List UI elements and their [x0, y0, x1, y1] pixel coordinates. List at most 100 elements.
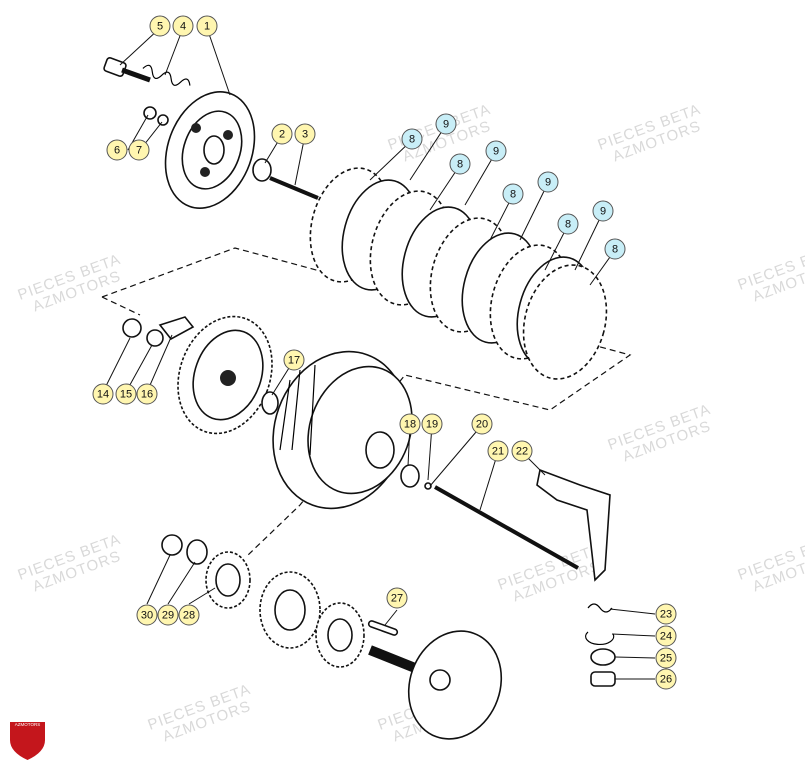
primary-gear: [177, 315, 273, 435]
callout-23: 23: [655, 603, 677, 625]
callout-label: 21: [492, 446, 504, 458]
callout-label: 22: [516, 446, 528, 458]
washer-part-7: [157, 114, 169, 126]
callout-circle: [178, 604, 200, 626]
callout-circle: [435, 113, 457, 135]
callout-circle: [136, 604, 158, 626]
callout-label: 9: [545, 177, 551, 189]
callout-14: 14: [92, 383, 114, 405]
callout-circle: [386, 587, 408, 609]
spring-part-23: [587, 603, 613, 613]
callout-circle: [485, 140, 507, 162]
callout-circle: [106, 139, 128, 161]
crankshaft: [368, 630, 503, 740]
callout-label: 30: [141, 610, 153, 622]
callout-label: 27: [391, 593, 403, 605]
callout-22: 22: [511, 440, 533, 462]
callout-circle: [502, 183, 524, 205]
callout-7: 7: [128, 139, 150, 161]
callout-3: 3: [294, 123, 316, 145]
callout-circle: [655, 647, 677, 669]
callout-15: 15: [115, 383, 137, 405]
bolt-part-5: [103, 57, 151, 83]
callout-circle: [471, 413, 493, 435]
clutch-plates-stack: [309, 167, 608, 380]
callout-label: 4: [180, 21, 186, 33]
washer-part-15: [146, 329, 164, 347]
spring-part-4: [142, 64, 191, 86]
release-lever-part-22: [536, 468, 611, 582]
callout-circle: [115, 383, 137, 405]
callout-circle: [421, 413, 443, 435]
callout-9: 9: [592, 200, 614, 222]
washer-part-29: [186, 539, 208, 565]
callout-28: 28: [178, 604, 200, 626]
callout-circle: [487, 440, 509, 462]
logo-text: AZMOTORS: [15, 722, 40, 727]
callout-9: 9: [435, 113, 457, 135]
callout-label: 8: [565, 219, 571, 231]
callout-circle: [604, 238, 626, 260]
callout-17: 17: [283, 349, 305, 371]
callout-8: 8: [604, 238, 626, 260]
callout-label: 14: [97, 389, 109, 401]
nut-part-30: [161, 534, 183, 556]
drive-gear: [315, 602, 365, 668]
callout-label: 8: [409, 134, 415, 146]
azmotors-logo: AZMOTORS: [10, 722, 45, 760]
callout-8: 8: [401, 128, 423, 150]
callout-circle: [537, 171, 559, 193]
callout-label: 9: [493, 146, 499, 158]
callout-circle: [592, 200, 614, 222]
callout-27: 27: [386, 587, 408, 609]
callout-circle: [399, 413, 421, 435]
callout-circle: [294, 123, 316, 145]
callout-8: 8: [502, 183, 524, 205]
callout-20: 20: [471, 413, 493, 435]
callout-label: 8: [510, 189, 516, 201]
callout-label: 8: [457, 159, 463, 171]
callout-9: 9: [485, 140, 507, 162]
callout-4: 4: [172, 15, 194, 37]
callout-25: 25: [655, 647, 677, 669]
callout-label: 28: [183, 610, 195, 622]
seal-part-25: [590, 648, 616, 666]
callout-label: 23: [660, 609, 672, 621]
callout-1: 1: [196, 15, 218, 37]
callout-label: 16: [141, 389, 153, 401]
callout-circle: [655, 668, 677, 690]
gear-part-28: [205, 551, 251, 609]
callout-label: 17: [288, 355, 300, 367]
key-part-27: [367, 620, 399, 636]
callout-24: 24: [655, 625, 677, 647]
callout-18: 18: [399, 413, 421, 435]
callout-9: 9: [537, 171, 559, 193]
callout-circle: [196, 15, 218, 37]
callout-circle: [149, 15, 171, 37]
callout-label: 3: [302, 129, 308, 141]
callout-19: 19: [421, 413, 443, 435]
callout-label: 5: [157, 21, 163, 33]
callout-circle: [449, 153, 471, 175]
callout-circle: [271, 123, 293, 145]
callout-label: 24: [660, 631, 672, 643]
washer-part-2: [252, 158, 272, 182]
callout-label: 8: [612, 244, 618, 256]
callout-26: 26: [655, 668, 677, 690]
o-ring-part-18: [400, 464, 420, 488]
callout-16: 16: [136, 383, 158, 405]
callout-label: 6: [114, 145, 120, 157]
callout-label: 15: [120, 389, 132, 401]
assembly-outline-left: [101, 296, 141, 316]
callout-label: 26: [660, 674, 672, 686]
callout-circle: [401, 128, 423, 150]
pressure-plate-part-1: [164, 91, 256, 209]
callout-5: 5: [149, 15, 171, 37]
balance-gear: [259, 571, 321, 649]
lock-tab-part-16: [158, 316, 195, 341]
callout-label: 2: [279, 129, 285, 141]
callout-circle: [511, 440, 533, 462]
callout-label: 18: [404, 419, 416, 431]
callout-label: 29: [162, 610, 174, 622]
